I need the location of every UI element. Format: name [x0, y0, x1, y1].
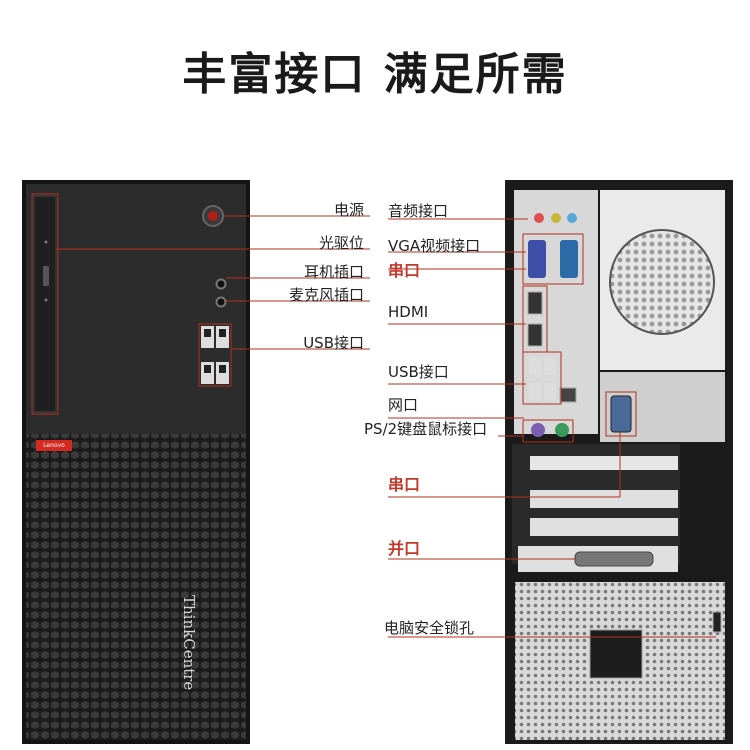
rear-panel: [505, 180, 733, 744]
front-callout-lines: [31, 193, 370, 415]
label-hdmi: HDMI: [388, 303, 429, 321]
label-serial-1: 串口: [388, 261, 421, 280]
lenovo-badge: Lenovo: [36, 440, 72, 451]
mic-jack-icon: [215, 296, 227, 308]
label-security-lock: 电脑安全锁孔: [384, 619, 475, 637]
thinkcentre-logo: ThinkCentre: [180, 595, 198, 691]
front-panel: [22, 180, 250, 744]
label-network: 网口: [388, 396, 419, 414]
label-mic: 麦克风插口: [288, 286, 364, 304]
label-headphone: 耳机插口: [303, 263, 364, 281]
label-front-usb: USB接口: [303, 334, 364, 352]
label-vga: VGA视频接口: [388, 237, 481, 255]
front-usb-ports-icon: [201, 326, 229, 384]
label-ps2: PS/2键盘鼠标接口: [364, 420, 488, 438]
label-parallel: 并口: [388, 539, 421, 558]
headphone-jack-icon: [215, 278, 227, 290]
label-rear-usb: USB接口: [388, 363, 449, 381]
label-serial-2: 串口: [388, 475, 421, 494]
label-audio: 音频接口: [388, 202, 449, 220]
label-optical-drive: 光驱位: [318, 234, 364, 252]
rear-callout-lines: [388, 218, 716, 638]
label-power: 电源: [333, 201, 364, 219]
page-title: 丰富接口 满足所需: [182, 49, 568, 100]
